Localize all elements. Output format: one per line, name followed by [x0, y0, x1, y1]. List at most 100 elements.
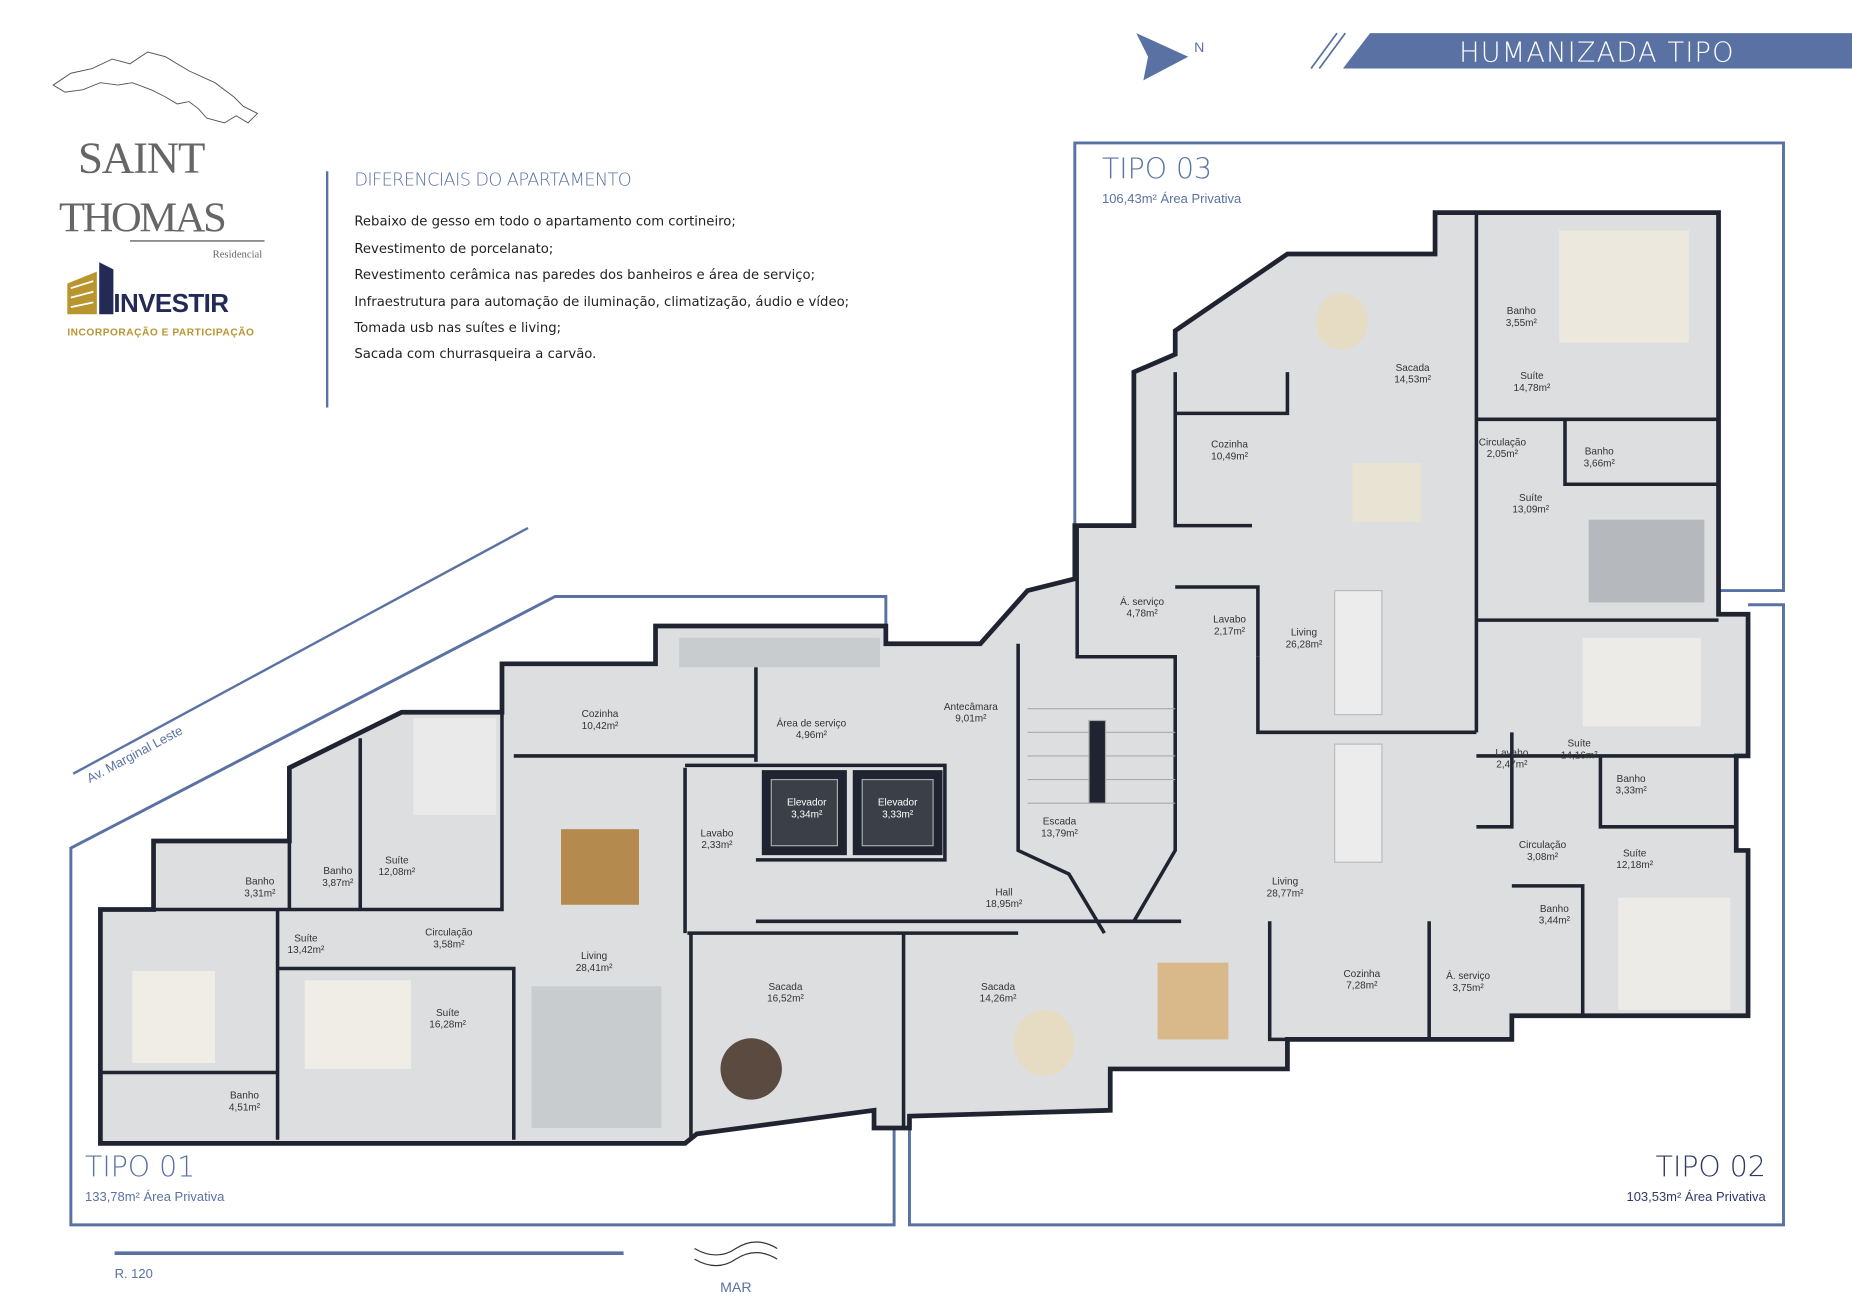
room-name: Cozinha	[582, 709, 619, 720]
room-name: Suíte	[385, 855, 409, 866]
developer-name: INVESTIR	[113, 288, 229, 318]
investir-logo: INVESTIR INCORPORAÇÃO E PARTICIPAÇÃO	[67, 262, 254, 338]
logo-line2: THOMAS	[59, 195, 225, 242]
room-area: 28,77m²	[1267, 888, 1304, 899]
room-area: 4,51m²	[229, 1102, 261, 1113]
room-name: Cozinha	[1211, 440, 1248, 451]
room-name: Sacada	[768, 982, 802, 993]
unit-area: 103,53m² Área Privativa	[1626, 1189, 1766, 1204]
room-name: Elevador	[878, 798, 918, 809]
room-area: 7,28m²	[1346, 981, 1378, 992]
unit-area: 133,78m² Área Privativa	[85, 1189, 225, 1204]
room-name: Elevador	[787, 798, 827, 809]
room-name: Suíte	[1623, 848, 1647, 859]
room-area: 14,26m²	[980, 994, 1017, 1005]
room-name: Banho	[1585, 447, 1614, 458]
unit-frames	[69, 141, 1785, 1227]
features-title: DIFERENCIAIS DO APARTAMENTO	[354, 170, 631, 190]
unit-title: TIPO 03	[1102, 152, 1212, 185]
street-label: Av. Marginal Leste	[84, 723, 185, 786]
header-banner: HUMANIZADA TIPO	[1310, 32, 1852, 70]
room-name: Área de serviço	[777, 716, 847, 729]
room-area: 3,58m²	[433, 939, 465, 950]
sea-waves-icon	[694, 1241, 778, 1267]
room-name: Á. serviço	[1446, 969, 1490, 982]
features-list: Rebaixo de gesso em todo o apartamento c…	[353, 215, 849, 362]
logo-line1: SAINT	[78, 132, 205, 182]
tipo-01-frame	[69, 595, 896, 1227]
room-name: Hall	[995, 887, 1012, 898]
unit-title: TIPO 02	[1656, 1150, 1766, 1183]
island-outline-icon	[52, 51, 259, 124]
unit-title: TIPO 01	[85, 1150, 195, 1183]
room-labels: Sacada14,53m²Banho3,55m²Suíte14,78m²Cozi…	[229, 306, 1654, 1113]
room-area: 3,55m²	[1506, 318, 1538, 329]
room-name: Sacada	[1396, 363, 1430, 374]
room-name: Circulação	[1479, 437, 1527, 448]
feature-item: Sacada com churrasqueira a carvão.	[354, 347, 596, 362]
room-name: Living	[1272, 877, 1298, 888]
tipo-02-title: TIPO 02 103,53m² Área Privativa	[1626, 1150, 1766, 1204]
room-area: 3,44m²	[1539, 916, 1571, 927]
room-name: Banho	[1507, 306, 1536, 317]
north-arrow-icon: N	[1136, 33, 1204, 81]
page-ref: R. 120	[115, 1266, 153, 1281]
room-name: Antecâmara	[944, 702, 998, 713]
room-area: 12,08m²	[378, 867, 415, 878]
room-area: 2,47m²	[1496, 760, 1528, 771]
feature-item: Revestimento de porcelanato;	[354, 242, 553, 257]
room-name: Escada	[1043, 816, 1077, 827]
room-name: Living	[1291, 627, 1317, 638]
stairs	[1027, 708, 1176, 804]
feature-item: Tomada usb nas suítes e living;	[353, 320, 561, 336]
room-name: Living	[581, 951, 607, 962]
room-name: Lavabo	[701, 828, 734, 839]
street-line	[72, 526, 529, 775]
room-area: 3,33m²	[882, 809, 914, 820]
room-area: 14,78m²	[1514, 383, 1551, 394]
feature-item: Revestimento cerâmica nas paredes dos ba…	[354, 267, 815, 283]
room-name: Cozinha	[1343, 969, 1380, 980]
room-name: Banho	[230, 1090, 259, 1101]
room-name: Suíte	[1567, 738, 1591, 749]
room-name: Banho	[245, 877, 274, 888]
room-area: 26,28m²	[1286, 639, 1323, 650]
room-area: 16,52m²	[767, 994, 804, 1005]
room-area: 16,28m²	[429, 1020, 466, 1031]
sea-label: MAR	[720, 1280, 751, 1296]
tipo-02-frame	[907, 603, 1785, 1227]
room-name: Suíte	[1520, 371, 1544, 382]
north-label: N	[1194, 40, 1204, 56]
room-area: 10,49m²	[1211, 451, 1248, 462]
room-name: Suíte	[294, 933, 318, 944]
room-area: 4,78m²	[1127, 609, 1159, 620]
room-area: 3,34m²	[791, 809, 823, 820]
room-area: 4,96m²	[796, 730, 828, 741]
room-area: 12,18m²	[1616, 860, 1653, 871]
floor-plan: Sacada14,53m²Banho3,55m²Suíte14,78m²Cozi…	[98, 210, 1751, 1146]
banner-title: HUMANIZADA TIPO	[1459, 37, 1735, 68]
room-area: 28,41m²	[576, 963, 613, 974]
room-area: 9,01m²	[955, 714, 987, 725]
